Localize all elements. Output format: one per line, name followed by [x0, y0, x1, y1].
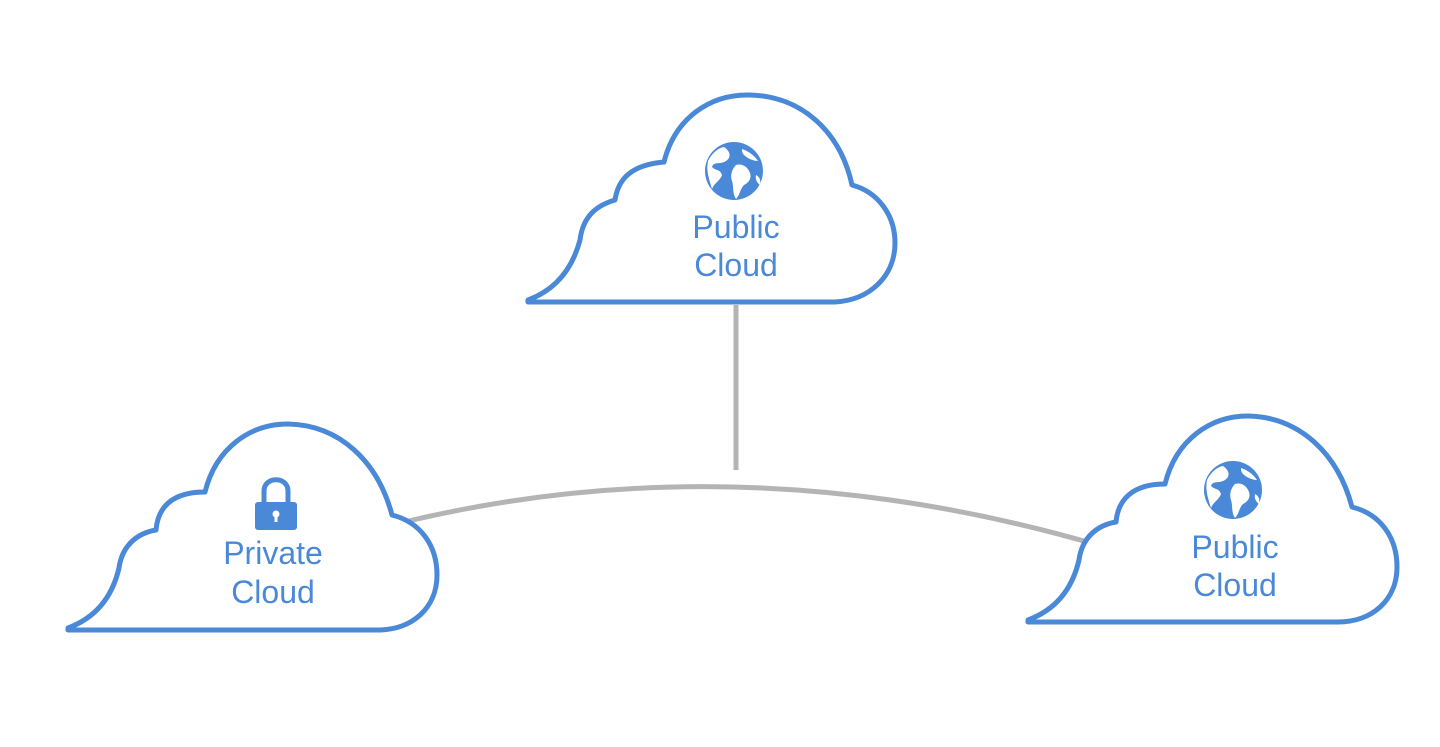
cloud-left-label-line2: Cloud: [231, 574, 315, 610]
cloud-top-label-line1: Public: [692, 209, 779, 245]
cloud-outline: [1025, 413, 1400, 625]
cloud-right-label-line1: Public: [1191, 529, 1278, 565]
cloud-outline: [525, 92, 898, 305]
cloud-top-public: Public Cloud: [525, 92, 898, 305]
cloud-outline: [65, 421, 440, 633]
cloud-right-public: Public Cloud: [1025, 413, 1400, 625]
globe-icon: [705, 142, 763, 200]
cloud-left-private: Private Cloud: [65, 421, 440, 633]
cloud-right-label-line2: Cloud: [1193, 567, 1277, 603]
lock-icon: [255, 477, 297, 530]
cloud-left-label-line1: Private: [223, 535, 323, 571]
connectors: [393, 305, 1101, 548]
cloud-top-label-line2: Cloud: [694, 247, 778, 283]
arc-connector: [393, 484, 1101, 548]
globe-icon: [1204, 461, 1262, 519]
